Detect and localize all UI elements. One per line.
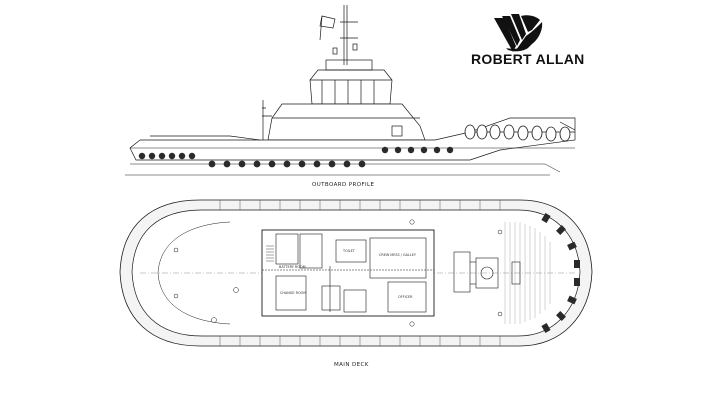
room-label-battery: BATTERY ROOM: [279, 265, 306, 269]
room-label-crew-mess: CREW MESS / GALLEY: [379, 253, 417, 257]
room-label-change: CHANGE ROOM: [280, 291, 306, 295]
plan-caption: MAIN DECK: [334, 362, 369, 368]
profile-caption: OUTBOARD PROFILE: [312, 182, 375, 188]
brand-name: ROBERT ALLAN: [471, 51, 585, 67]
room-label-toilet: TOILET: [342, 249, 356, 253]
room-label-officer: OFFICER: [398, 295, 413, 299]
robert-allan-logo-icon: [494, 14, 543, 52]
